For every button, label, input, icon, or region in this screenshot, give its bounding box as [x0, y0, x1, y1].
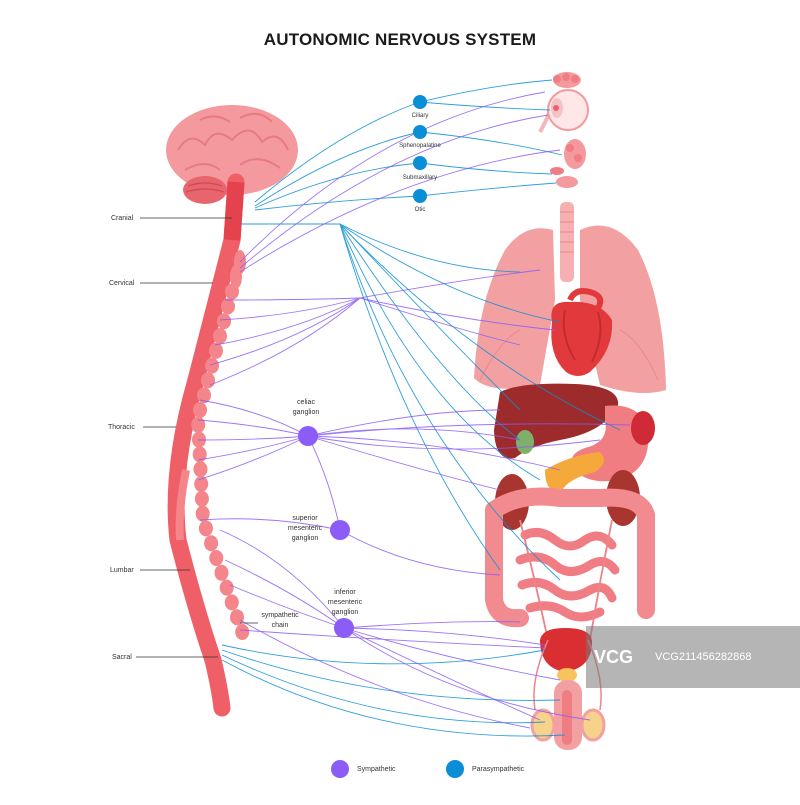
lacrimal-gland [553, 72, 581, 88]
chain-bead [224, 594, 239, 611]
submaxillary-ganglion [413, 156, 427, 170]
chain-bead [209, 550, 224, 566]
label-celiac-2: ganglion [293, 409, 320, 416]
chain-bead [217, 313, 231, 330]
chain-bead [235, 624, 250, 640]
watermark-id: VCG211456282868 [655, 651, 752, 663]
sympathetic-chain-beads [191, 250, 250, 640]
chain-bead [197, 387, 211, 404]
sympathetic-nerves [197, 91, 631, 729]
chain-bead [219, 579, 234, 596]
watermark: VCG VCG211456282868 [586, 626, 800, 688]
prostate [557, 668, 577, 682]
sphenopalatine-ganglion [413, 125, 427, 139]
label-lumbar: Lumbar [110, 567, 134, 574]
chain-bead [221, 298, 235, 315]
label-cervical: Cervical [109, 280, 135, 287]
label-supmes-3: ganglion [292, 535, 319, 542]
chain-bead [204, 535, 219, 552]
gallbladder [516, 430, 534, 454]
celiac-ganglion [298, 426, 318, 446]
chain-bead [209, 342, 223, 359]
parasympathetic-ganglia [413, 95, 427, 203]
watermark-logo: VCG [594, 646, 634, 667]
bladder [540, 628, 592, 672]
chain-bead [213, 328, 227, 344]
label-chain-1: sympathetic [261, 612, 299, 619]
label-infmes-2: mesenteric [328, 599, 363, 606]
pancreas [545, 452, 604, 491]
legend-parasympathetic-label: Parasympathetic [472, 765, 525, 773]
inferior-mesenteric-ganglion [334, 618, 354, 638]
sympathetic-ganglia [298, 426, 354, 638]
label-celiac-1: celiac [297, 399, 315, 406]
ciliary-ganglion [413, 95, 427, 109]
label-cranial: Cranial [111, 215, 134, 222]
chain-bead [205, 357, 219, 374]
superior-mesenteric-ganglion [330, 520, 350, 540]
chain-bead [194, 476, 209, 492]
right-testis [580, 708, 606, 742]
parasympathetic-swatch-icon [446, 760, 464, 778]
chain-bead [230, 609, 244, 626]
chain-bead [195, 505, 210, 522]
left-lung [474, 228, 555, 389]
label-sacral: Sacral [112, 654, 132, 661]
legend-sympathetic-label: Sympathetic [357, 765, 396, 773]
spinal-cord [167, 173, 245, 717]
organs [474, 72, 666, 750]
region-labels [136, 217, 232, 658]
label-submaxillary: Submaxillary [403, 175, 437, 181]
label-thoracic: Thoracic [108, 424, 135, 431]
brain [166, 105, 298, 204]
label-sphenopalatine: Sphenopalatine [399, 143, 441, 149]
legend-sympathetic: Sympathetic [331, 759, 396, 779]
label-supmes-1: superior [292, 515, 318, 522]
legend-parasympathetic: Parasympathetic [446, 759, 524, 779]
chain-bead [225, 283, 239, 300]
chain-bead [194, 490, 209, 507]
label-ciliary: Ciliary [412, 113, 429, 119]
page-title: AUTONOMIC NERVOUS SYSTEM [263, 30, 537, 49]
label-supmes-2: mesenteric [288, 525, 323, 532]
label-otic: Otic [415, 207, 426, 213]
salivary-glands [550, 139, 586, 188]
parasympathetic-nerves [221, 79, 621, 737]
chain-bead [230, 264, 242, 289]
chain-bead [193, 402, 207, 418]
label-chain-2: chain [272, 622, 289, 629]
eye [538, 89, 589, 133]
chain-bead [201, 372, 215, 389]
chain-bead [198, 520, 213, 537]
label-infmes-1: inferior [334, 589, 356, 596]
large-intestine [485, 487, 655, 628]
label-infmes-3: ganglion [332, 609, 359, 616]
chain-bead [193, 461, 208, 478]
chain-bead [214, 564, 229, 581]
spleen [631, 411, 655, 445]
otic-ganglion [413, 189, 427, 203]
left-testis [530, 708, 556, 742]
chain-bead [192, 446, 207, 463]
sympathetic-swatch-icon [331, 760, 349, 778]
chain-bead [191, 416, 206, 433]
heart [551, 288, 613, 376]
